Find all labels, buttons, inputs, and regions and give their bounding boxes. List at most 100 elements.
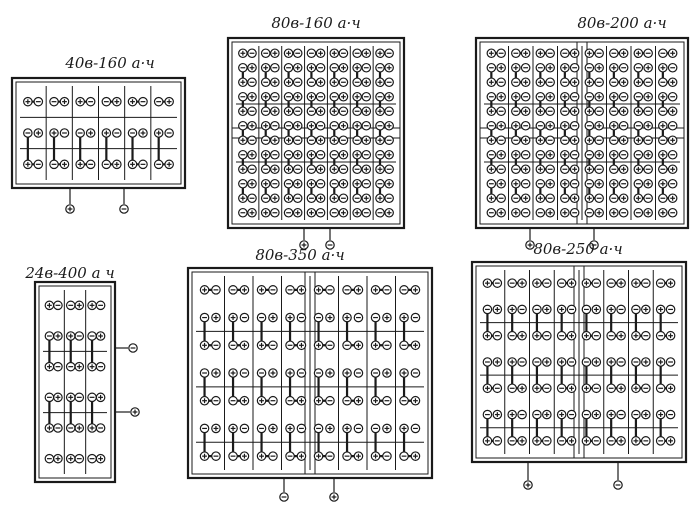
positive-terminal-icon	[384, 178, 394, 189]
positive-terminal-icon	[268, 312, 278, 323]
positive-terminal-icon	[658, 178, 668, 189]
positive-terminal-icon	[370, 340, 381, 351]
positive-terminal-icon	[658, 120, 668, 131]
positive-terminal-icon	[87, 300, 97, 311]
positive-terminal-icon	[486, 48, 497, 59]
negative-terminal-icon	[643, 135, 653, 146]
negative-terminal-icon	[260, 77, 271, 88]
negative-terminal-icon	[315, 120, 326, 131]
negative-terminal-icon	[260, 106, 271, 117]
negative-terminal-icon	[556, 383, 567, 394]
positive-terminal-icon	[511, 207, 521, 218]
positive-terminal-icon	[285, 312, 295, 323]
negative-terminal-icon	[667, 178, 678, 189]
positive-terminal-icon	[239, 285, 250, 295]
positive-terminal-icon	[410, 340, 421, 351]
positive-terminal-icon	[292, 207, 303, 218]
negative-terminal-icon	[545, 106, 555, 117]
positive-terminal-icon	[584, 164, 595, 175]
negative-terminal-icon	[633, 120, 644, 131]
positive-terminal-icon	[260, 91, 271, 102]
negative-terminal-icon	[560, 164, 570, 175]
positive-terminal-icon	[560, 149, 570, 160]
positive-terminal-icon	[270, 77, 280, 88]
positive-terminal-icon	[618, 135, 629, 146]
positive-terminal-icon	[127, 96, 138, 107]
positive-terminal-icon	[594, 62, 604, 73]
negative-terminal-icon	[486, 91, 497, 102]
positive-terminal-icon	[370, 395, 381, 406]
negative-terminal-icon	[199, 423, 210, 434]
positive-terminal-icon	[560, 91, 570, 102]
positive-terminal-icon	[247, 91, 257, 102]
negative-terminal-icon	[44, 453, 55, 464]
negative-terminal-icon	[613, 480, 623, 490]
positive-terminal-icon	[492, 304, 503, 315]
negative-terminal-icon	[643, 48, 653, 59]
positive-terminal-icon	[256, 340, 267, 351]
negative-terminal-icon	[492, 383, 503, 394]
negative-terminal-icon	[520, 207, 531, 218]
positive-terminal-icon	[238, 193, 248, 204]
row-separator	[231, 127, 401, 139]
negative-terminal-icon	[556, 330, 567, 341]
positive-terminal-icon	[511, 62, 521, 73]
positive-terminal-icon	[511, 120, 521, 131]
negative-terminal-icon	[361, 178, 372, 189]
positive-terminal-icon	[569, 77, 580, 88]
positive-terminal-icon	[584, 77, 595, 88]
negative-terminal-icon	[384, 77, 394, 88]
negative-terminal-icon	[315, 207, 326, 218]
positive-terminal-icon	[353, 285, 364, 295]
positive-terminal-icon	[581, 436, 592, 446]
positive-terminal-icon	[306, 178, 317, 189]
negative-terminal-icon	[153, 96, 164, 107]
negative-terminal-icon	[74, 331, 85, 341]
negative-terminal-icon	[268, 285, 278, 295]
positive-terminal-icon	[127, 159, 138, 170]
positive-terminal-icon	[410, 451, 421, 461]
positive-terminal-icon	[584, 193, 595, 204]
negative-terminal-icon	[496, 135, 506, 146]
positive-terminal-icon	[306, 149, 317, 160]
positive-terminal-icon	[315, 135, 326, 146]
positive-terminal-icon	[535, 77, 546, 88]
negative-terminal-icon	[313, 312, 324, 323]
negative-terminal-icon	[329, 120, 340, 131]
positive-terminal-icon	[338, 207, 349, 218]
positive-terminal-icon	[325, 423, 335, 434]
negative-terminal-icon	[74, 453, 85, 464]
positive-terminal-icon	[667, 106, 678, 117]
panel-p80-350: 80в-350 а·ч	[186, 246, 434, 502]
positive-terminal-icon	[238, 135, 248, 146]
negative-terminal-icon	[313, 423, 324, 434]
positive-terminal-icon	[410, 395, 421, 406]
negative-terminal-icon	[606, 436, 616, 446]
negative-terminal-icon	[535, 149, 546, 160]
positive-terminal-icon	[247, 120, 257, 131]
negative-terminal-icon	[641, 383, 651, 394]
negative-terminal-icon	[618, 207, 629, 218]
positive-terminal-icon	[352, 149, 362, 160]
negative-terminal-icon	[270, 207, 280, 218]
negative-terminal-icon	[296, 423, 307, 434]
positive-terminal-icon	[338, 120, 349, 131]
negative-terminal-icon	[667, 149, 678, 160]
negative-terminal-icon	[545, 48, 555, 59]
negative-terminal-icon	[338, 106, 349, 117]
positive-terminal-icon	[665, 330, 676, 341]
negative-terminal-icon	[594, 106, 604, 117]
panel-p80-250: 80в-250 а·ч	[470, 240, 688, 490]
panel-p40-160: 40в-160 а·ч	[10, 54, 187, 214]
negative-terminal-icon	[228, 451, 238, 461]
positive-terminal-icon	[486, 106, 497, 117]
positive-terminal-icon	[296, 451, 307, 461]
negative-terminal-icon	[313, 368, 324, 378]
negative-terminal-icon	[260, 135, 271, 146]
negative-terminal-icon	[228, 285, 238, 295]
positive-terminal-icon	[329, 164, 340, 175]
positive-terminal-icon	[329, 77, 340, 88]
positive-terminal-icon	[268, 423, 278, 434]
positive-terminal-icon	[228, 312, 238, 323]
negative-terminal-icon	[609, 106, 619, 117]
